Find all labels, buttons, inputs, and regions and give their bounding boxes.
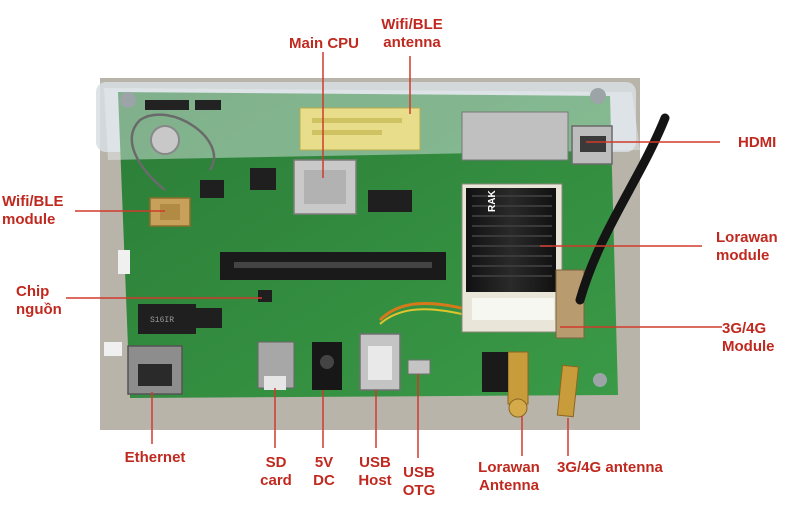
g34-sma-connector xyxy=(556,364,580,418)
label-usb-host: USB Host xyxy=(358,454,392,489)
main-cpu-chip-core xyxy=(304,170,346,204)
lorawan-sma-connector xyxy=(507,351,529,405)
dc-jack-hole xyxy=(320,355,334,369)
label-5v-dc: 5V DC xyxy=(313,454,335,489)
cable-wires xyxy=(379,308,471,325)
wifi-ble-antenna-sticker xyxy=(299,107,421,151)
lorawan-cable-base xyxy=(482,352,508,392)
label-sd-card: SD card xyxy=(260,454,292,489)
module-label-sticker xyxy=(472,298,554,320)
label-lorawan-module: Lorawan module xyxy=(716,229,778,264)
label-chip-nguon: Chip nguồn xyxy=(16,283,62,318)
label-main-cpu: Main CPU xyxy=(288,35,359,52)
usb-otg-port xyxy=(407,359,431,375)
screw xyxy=(120,92,136,108)
usb-host-port-opening xyxy=(368,346,392,380)
module-brand-text: RAK xyxy=(487,190,498,212)
label-ethernet: Ethernet xyxy=(124,449,186,466)
label-hdmi: HDMI xyxy=(738,134,777,151)
sodimm-slot-inner xyxy=(234,262,432,268)
power-ic xyxy=(196,308,222,328)
ethernet-port-opening xyxy=(138,364,172,386)
g34-whip-antenna xyxy=(575,113,670,305)
antenna-cable xyxy=(130,113,216,191)
ic-chip xyxy=(368,190,412,212)
ic-chip xyxy=(250,168,276,190)
connector xyxy=(195,100,221,110)
heatsink-fins xyxy=(472,195,552,277)
label-g34-module: 3G/4G Module xyxy=(722,320,775,355)
lorawan-sma-tip xyxy=(508,398,528,418)
label-g34-antenna: 3G/4G antenna xyxy=(557,459,663,476)
wifi-ble-antenna-trace xyxy=(312,130,382,135)
label-wifi-ble-antenna: Wifi/BLE antenna xyxy=(381,16,443,51)
connector xyxy=(104,342,122,356)
screw xyxy=(593,373,607,387)
cable-wires xyxy=(378,301,471,322)
chip-marking: S16IR xyxy=(150,316,174,325)
connector xyxy=(145,100,189,110)
connector xyxy=(118,250,130,274)
top-block xyxy=(461,111,569,161)
hdmi-port-opening xyxy=(580,136,606,152)
ic-chip xyxy=(200,180,224,198)
wifi-ble-antenna-trace xyxy=(312,118,402,123)
wifi-ble-chip-core xyxy=(160,204,180,220)
label-wifi-ble-module: Wifi/BLE module xyxy=(2,193,64,228)
label-lorawan-antenna: Lorawan Antenna xyxy=(478,459,540,494)
coin-battery xyxy=(150,125,180,155)
label-usb-otg: USB OTG xyxy=(402,464,436,499)
power-ic xyxy=(138,304,196,334)
callout-lines xyxy=(66,52,722,458)
screw xyxy=(590,88,606,104)
power-ic xyxy=(258,290,272,302)
sd-card xyxy=(264,376,286,390)
